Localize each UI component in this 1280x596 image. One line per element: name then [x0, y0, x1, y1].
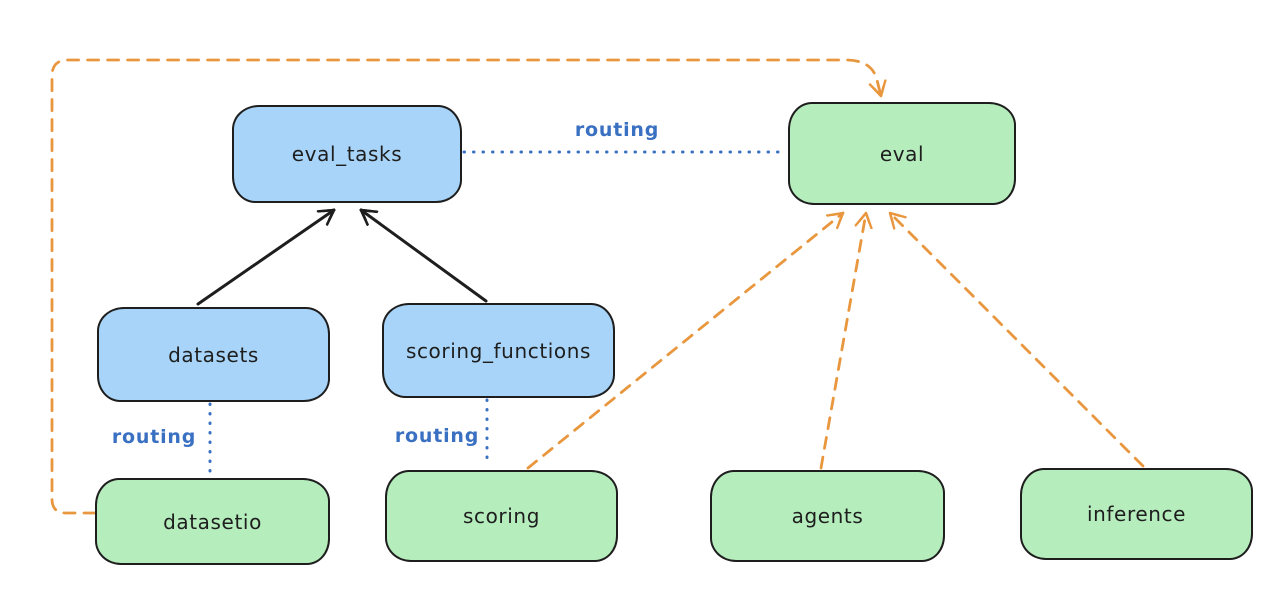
node-datasets: datasets: [97, 307, 330, 402]
edge-agents-to-eval: [819, 211, 866, 470]
node-eval-label: eval: [879, 141, 925, 166]
node-inference-label: inference: [1086, 502, 1187, 526]
node-inference: inference: [1020, 468, 1253, 560]
node-eval-tasks: eval_tasks: [232, 105, 462, 203]
node-agents-label: agents: [791, 504, 864, 528]
node-datasets-label: datasets: [168, 342, 259, 367]
node-eval-tasks-label: eval_tasks: [291, 142, 403, 166]
node-scoring: scoring: [385, 470, 618, 562]
node-scoring-label: scoring: [462, 504, 540, 528]
node-agents: agents: [710, 470, 945, 562]
edge-scoring-functions-to-eval-tasks: [359, 208, 488, 303]
node-scoring-functions-label: scoring_functions: [405, 338, 592, 363]
node-eval: eval: [788, 102, 1016, 205]
edge-scoring-to-eval: [526, 211, 845, 470]
edge-datasetio-to-eval: [50, 58, 881, 515]
edge-label-routing-top: routing: [574, 119, 660, 141]
node-scoring-functions: scoring_functions: [382, 303, 615, 398]
edge-inference-to-eval: [888, 211, 1145, 468]
node-datasetio: datasetio: [95, 478, 330, 565]
edge-datasets-to-eval-tasks: [196, 208, 336, 306]
node-datasetio-label: datasetio: [163, 509, 262, 534]
edge-label-routing-left: routing: [111, 426, 197, 448]
edge-label-routing-mid: routing: [394, 425, 480, 447]
